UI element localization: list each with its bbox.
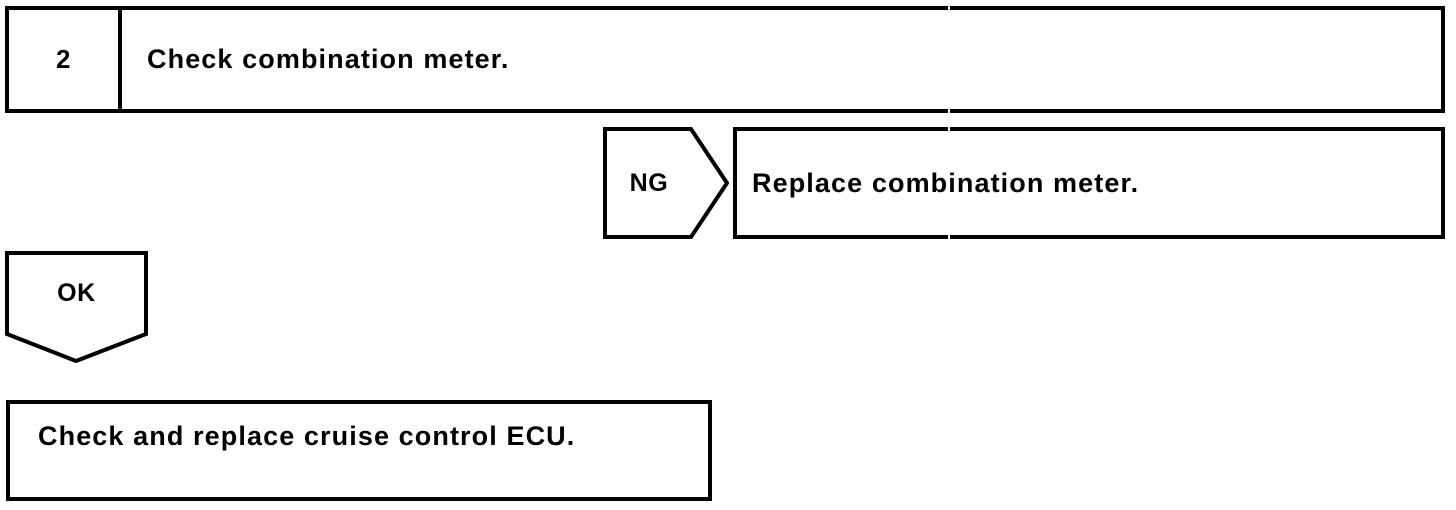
action-box-check-ecu: Check and replace cruise control ECU. — [6, 400, 712, 501]
step-instruction-label: Check combination meter. — [147, 44, 510, 74]
step-instruction-cell: Check combination meter. — [126, 10, 1441, 109]
action-box-replace-meter: Replace combination meter. — [733, 127, 1445, 239]
action-label-check-ecu: Check and replace cruise control ECU. — [38, 421, 576, 451]
branch-marker-ng: NG — [603, 127, 729, 239]
step-number-label: 2 — [56, 44, 71, 74]
branch-marker-ok: OK — [5, 251, 148, 363]
action-label-replace-meter: Replace combination meter. — [752, 167, 1140, 198]
step-row-2: 2 Check combination meter. — [5, 6, 1445, 113]
step-number-cell: 2 — [9, 10, 122, 109]
chevron-down-icon — [5, 251, 148, 363]
chevron-right-icon — [603, 127, 729, 239]
